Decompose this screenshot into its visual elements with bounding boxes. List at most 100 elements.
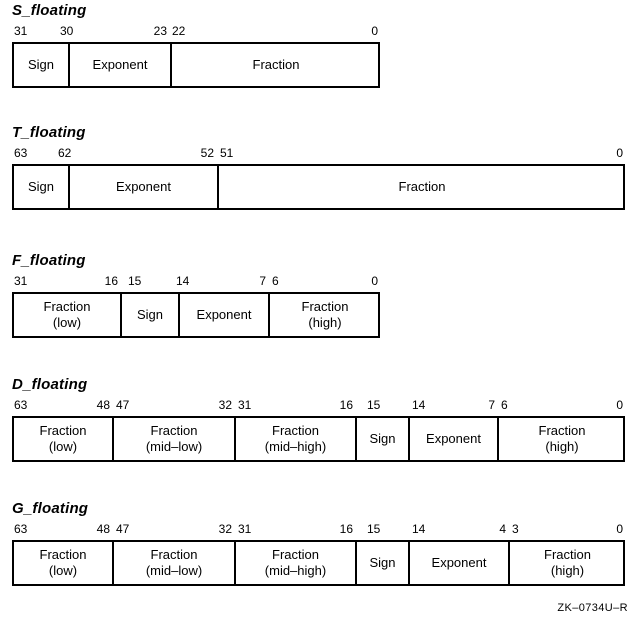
bit-number-label: 48 xyxy=(96,522,110,536)
format-title: D_floating xyxy=(12,376,88,393)
bit-field-sublabel: (low) xyxy=(52,315,82,330)
bit-field-label: Fraction xyxy=(272,423,319,438)
bit-field: Fraction xyxy=(217,166,625,208)
bit-number-label: 62 xyxy=(58,146,72,160)
bit-field: Exponent xyxy=(178,294,268,336)
bit-field: Sign xyxy=(120,294,178,336)
bit-field: Sign xyxy=(355,418,408,460)
bit-field-sublabel: (low) xyxy=(48,439,78,454)
bit-field: Sign xyxy=(355,542,408,584)
bit-number-label: 51 xyxy=(220,146,234,160)
bit-field-label: Fraction xyxy=(150,423,198,438)
bit-number-label: 3 xyxy=(512,522,519,536)
bit-number-label: 63 xyxy=(14,398,28,412)
bit-field-box: Sign Exponent Fraction xyxy=(12,42,383,91)
bit-number-label: 14 xyxy=(176,274,190,288)
bit-number-scale: 31 30 23 22 0 xyxy=(0,24,640,40)
bit-number-label: 0 xyxy=(616,522,623,536)
bit-number-label: 52 xyxy=(200,146,214,160)
bit-number-label: 6 xyxy=(501,398,508,412)
format-title: S_floating xyxy=(12,2,87,19)
bit-number-label: 31 xyxy=(238,522,252,536)
bit-field: Fraction(high) xyxy=(508,542,625,584)
figure-id-label: ZK–0734U–R xyxy=(557,602,628,614)
bit-number-label: 16 xyxy=(339,398,353,412)
bit-field: Fraction(high) xyxy=(497,418,625,460)
bit-field-label: Exponent xyxy=(92,57,148,72)
bit-number-label: 0 xyxy=(371,24,378,38)
bit-number-label: 6 xyxy=(272,274,279,288)
bit-field: Exponent xyxy=(408,542,508,584)
bit-field: Fraction(mid–high) xyxy=(234,418,355,460)
bit-field: Fraction(high) xyxy=(268,294,380,336)
bit-field-box: Fraction(low)Fraction(mid–low)Fraction(m… xyxy=(12,416,628,465)
bit-field: Sign xyxy=(14,44,68,86)
bit-number-label: 14 xyxy=(412,398,426,412)
bit-number-label: 32 xyxy=(218,398,232,412)
bit-field-label: Fraction xyxy=(301,299,349,314)
bit-field: Fraction(low) xyxy=(14,294,120,336)
bit-field-box: Fraction(low)Fraction(mid–low)Fraction(m… xyxy=(12,540,628,589)
bit-number-label: 15 xyxy=(128,274,142,288)
bit-field-label: Exponent xyxy=(116,179,171,194)
bit-number-label: 15 xyxy=(367,522,381,536)
bit-field: Fraction(mid–low) xyxy=(112,418,234,460)
bit-number-label: 14 xyxy=(412,522,426,536)
bit-field-label: Sign xyxy=(369,431,396,446)
bit-field: Sign xyxy=(14,166,68,208)
bit-number-label: 30 xyxy=(60,24,74,38)
bit-number-label: 31 xyxy=(14,24,28,38)
bit-number-label: 32 xyxy=(218,522,232,536)
bit-field-sublabel: (high) xyxy=(550,563,585,578)
bit-field: Fraction(low) xyxy=(14,418,112,460)
bit-field-label: Fraction xyxy=(272,547,319,562)
bit-field-sublabel: (low) xyxy=(48,563,78,578)
bit-field-label: Fraction xyxy=(39,423,87,438)
bit-field-label: Fraction xyxy=(538,423,586,438)
bit-number-label: 0 xyxy=(371,274,378,288)
bit-number-label: 31 xyxy=(238,398,252,412)
bit-field-label: Sign xyxy=(369,555,396,570)
bit-number-label: 22 xyxy=(172,24,186,38)
bit-number-label: 0 xyxy=(616,398,623,412)
bit-field: Exponent xyxy=(408,418,497,460)
bit-field: Exponent xyxy=(68,166,217,208)
bit-field-label: Sign xyxy=(27,179,55,194)
bit-field-box: Sign Exponent Fraction xyxy=(12,164,628,213)
bit-field-label: Fraction xyxy=(544,547,591,562)
bit-number-label: 47 xyxy=(116,398,130,412)
bit-field-sublabel: (high) xyxy=(308,315,342,330)
bit-number-label: 63 xyxy=(14,522,28,536)
format-title: F_floating xyxy=(12,252,86,269)
bit-number-label: 16 xyxy=(339,522,353,536)
bit-number-label: 15 xyxy=(367,398,381,412)
format-title: T_floating xyxy=(12,124,86,141)
bit-number-label: 63 xyxy=(14,146,28,160)
bit-field: Fraction(mid–low) xyxy=(112,542,234,584)
bit-field: Fraction xyxy=(170,44,380,86)
bit-field-label: Fraction xyxy=(43,299,91,314)
bit-field: Fraction(low) xyxy=(14,542,112,584)
bit-field-label: Exponent xyxy=(196,307,252,322)
bit-number-label: 4 xyxy=(499,522,506,536)
bit-number-label: 31 xyxy=(14,274,28,288)
bit-number-label: 47 xyxy=(116,522,130,536)
bit-field-label: Exponent xyxy=(426,431,481,446)
bit-field-sublabel: (mid–high) xyxy=(264,439,327,454)
format-title: G_floating xyxy=(12,500,89,517)
bit-field-sublabel: (mid–high) xyxy=(264,563,327,578)
bit-field-sublabel: (high) xyxy=(545,439,579,454)
bit-number-label: 7 xyxy=(259,274,266,288)
bit-field-label: Fraction xyxy=(398,179,446,194)
bit-number-label: 16 xyxy=(104,274,118,288)
bit-field-label: Fraction xyxy=(252,57,300,72)
bit-number-label: 23 xyxy=(153,24,167,38)
bit-field-label: Fraction xyxy=(150,547,198,562)
bit-field-label: Sign xyxy=(27,57,55,72)
bit-number-label: 0 xyxy=(616,146,623,160)
